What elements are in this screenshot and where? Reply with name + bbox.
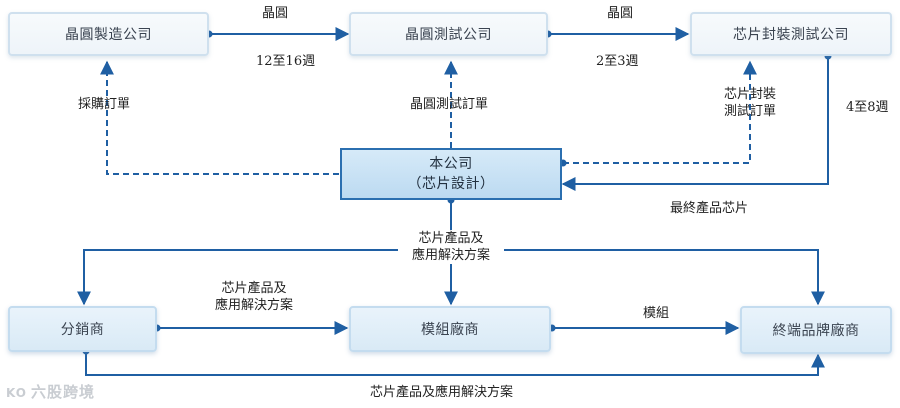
arrow-company-to-brand <box>504 249 825 306</box>
node-wafer-testing: 晶圓測試公司 <box>349 12 548 56</box>
node-company: 本公司 （芯片設計） <box>340 148 562 200</box>
label-dist-solutions: 芯片產品及 應用解決方案 <box>200 280 308 314</box>
node-distributor-label: 分銷商 <box>60 322 105 338</box>
label-center-solutions: 芯片產品及 應用解決方案 <box>398 230 504 264</box>
node-wafer-foundry-label: 晶圓製造公司 <box>65 27 152 43</box>
dashed-pack-order <box>563 60 757 164</box>
label-center-solutions-line1: 芯片產品及 <box>418 231 484 246</box>
label-dist-solutions-line1: 芯片產品及 <box>221 281 287 296</box>
dashed-purchase-order <box>100 60 339 175</box>
arrow-distributor-to-brand <box>85 351 825 376</box>
label-module: 模組 <box>643 306 670 321</box>
label-final-chip: 最終產品芯片 <box>670 201 749 216</box>
watermark-logo: KO <box>6 386 27 400</box>
node-distributor: 分銷商 <box>8 306 157 352</box>
watermark-text: 六股跨境 <box>30 383 95 401</box>
label-lead-time-2: 2至3週 <box>596 54 639 69</box>
label-purchase-order: 採購訂單 <box>78 97 131 112</box>
node-wafer-testing-label: 晶圓測試公司 <box>405 27 492 43</box>
label-bottom-solutions: 芯片產品及應用解決方案 <box>370 385 514 400</box>
label-wafer-2: 晶圓 <box>607 6 634 21</box>
node-company-line1: 本公司 <box>429 156 473 172</box>
label-wafer-1: 晶圓 <box>262 6 289 21</box>
arrow-packaging-to-company <box>561 56 829 191</box>
label-wafer-test-order: 晶圓測試訂單 <box>410 97 489 112</box>
node-module-maker-label: 模組廠商 <box>421 322 479 338</box>
node-wafer-foundry: 晶圓製造公司 <box>8 12 209 56</box>
node-brand-maker: 終端品牌廠商 <box>740 306 892 354</box>
label-pack-order-line1: 芯片封裝 <box>723 87 776 102</box>
label-lead-time-1: 12至16週 <box>256 54 316 69</box>
node-packaging-testing: 芯片封裝測試公司 <box>690 12 892 56</box>
node-module-maker: 模組廠商 <box>349 306 551 352</box>
node-company-line2: （芯片設計） <box>407 176 495 192</box>
label-pack-order: 芯片封裝 測試訂單 <box>718 86 782 120</box>
label-pack-order-line2: 測試訂單 <box>723 104 776 119</box>
label-lead-time-3: 4至8週 <box>846 100 889 115</box>
node-packaging-testing-label: 芯片封裝測試公司 <box>733 27 849 43</box>
arrow-company-to-distributor <box>77 249 398 306</box>
label-center-solutions-line2: 應用解決方案 <box>411 248 490 263</box>
label-dist-solutions-line2: 應用解決方案 <box>214 298 293 313</box>
node-brand-maker-label: 終端品牌廠商 <box>772 323 860 339</box>
